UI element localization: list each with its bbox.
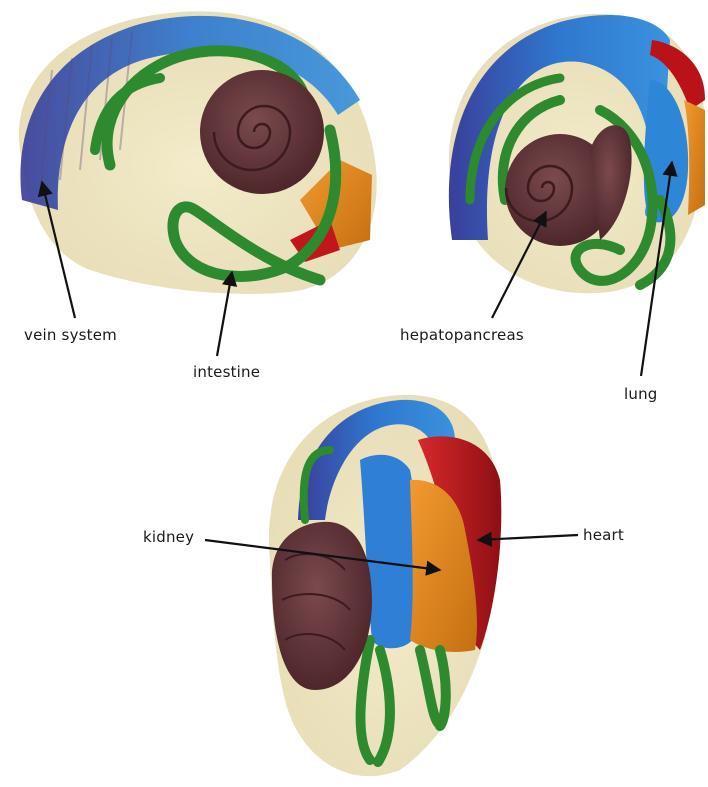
view-right [449, 14, 705, 294]
label-heart: heart [583, 526, 624, 544]
view-bottom [269, 395, 501, 776]
label-intestine: intestine [193, 363, 260, 381]
label-hepatopancreas: hepatopancreas [400, 326, 524, 344]
view-left [19, 11, 377, 294]
hepatopancreas-left [200, 70, 324, 194]
label-lung: lung [624, 385, 658, 403]
label-kidney: kidney [143, 528, 194, 546]
label-vein-system: vein system [24, 326, 117, 344]
